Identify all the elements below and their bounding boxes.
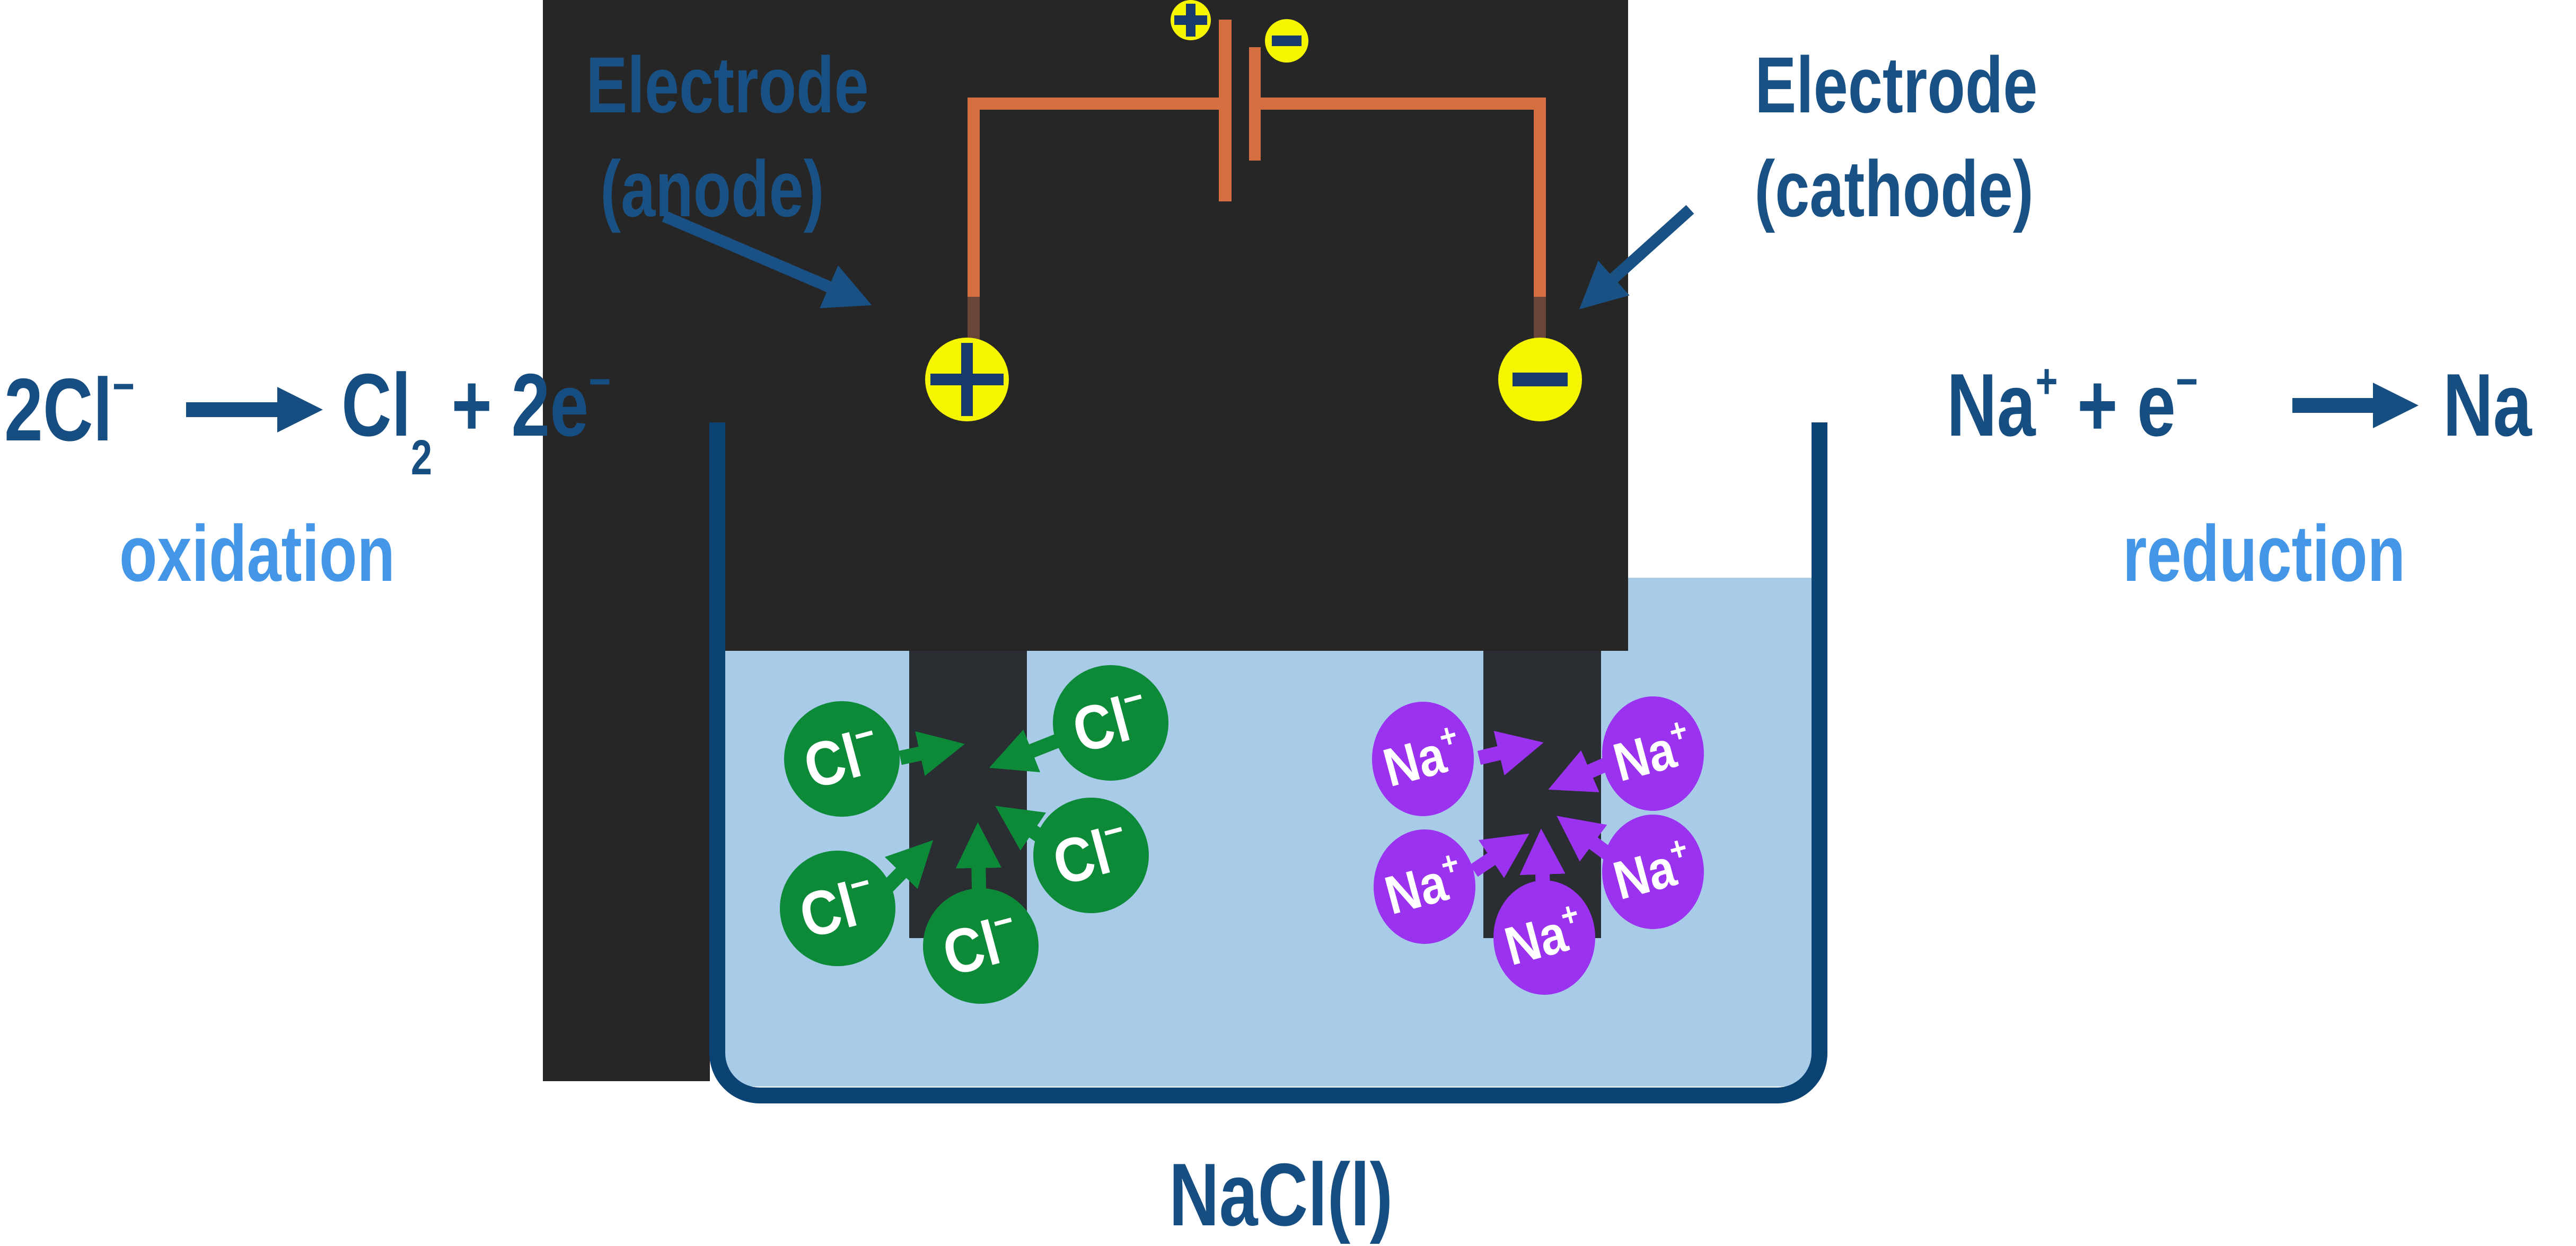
anode-positive-badge bbox=[925, 338, 1009, 421]
wire-right-drop bbox=[1534, 98, 1546, 297]
cathode-label-line1: Electrode bbox=[1755, 40, 2038, 129]
oxidation-equation: 2Cl− Cl2 + 2e− bbox=[4, 354, 687, 485]
sodium-ion: Na+ bbox=[1602, 696, 1704, 811]
chloride-ion: Cl− bbox=[784, 701, 900, 817]
ion-label: Na+ bbox=[1498, 895, 1583, 977]
anode-label-line1: Electrode bbox=[586, 40, 869, 129]
equation-reactant: 2Cl− bbox=[4, 358, 135, 459]
ion-label: Na+ bbox=[1607, 829, 1692, 911]
plus-icon bbox=[961, 343, 973, 416]
oxidation-label: oxidation bbox=[119, 509, 395, 598]
anode-label-line2: (anode) bbox=[600, 144, 824, 233]
ion-label: Cl− bbox=[935, 898, 1018, 990]
reduction-equation: Na+ + e− Na bbox=[1947, 354, 2556, 456]
minus-icon bbox=[1272, 36, 1302, 46]
reduction-label: reduction bbox=[2123, 509, 2406, 598]
dark-backdrop-strip bbox=[543, 0, 710, 1081]
reaction-arrow-icon bbox=[2292, 382, 2419, 428]
reaction-arrow-icon bbox=[186, 387, 323, 433]
ion-label: Na+ bbox=[1377, 716, 1462, 798]
ion-label: Cl− bbox=[792, 860, 875, 952]
wire-right-horizontal bbox=[1261, 98, 1546, 110]
anode-label: Electrode (anode) bbox=[506, 33, 868, 241]
ion-label: Cl− bbox=[1045, 807, 1129, 899]
sodium-ion: Na+ bbox=[1374, 829, 1475, 944]
battery-negative-badge bbox=[1265, 19, 1308, 63]
chloride-ion: Cl− bbox=[1053, 665, 1168, 781]
ion-label: Na+ bbox=[1378, 844, 1463, 926]
wire-left-drop-shadow bbox=[968, 297, 980, 339]
plus-icon bbox=[1186, 4, 1195, 37]
minus-icon bbox=[1513, 373, 1568, 386]
ion-label: Na+ bbox=[1607, 711, 1692, 793]
wire-left-horizontal bbox=[968, 98, 1219, 110]
chloride-ion: Cl− bbox=[780, 851, 895, 966]
equation-reactants: Na+ + e− bbox=[1947, 354, 2198, 455]
solution-label: NaCl(l) bbox=[1169, 1145, 1393, 1244]
beaker bbox=[709, 422, 1827, 1103]
battery-short-plate bbox=[1249, 47, 1261, 161]
chloride-ion: Cl− bbox=[1033, 798, 1149, 913]
cathode-label: Electrode (cathode) bbox=[1715, 33, 2038, 241]
ion-label: Cl− bbox=[1065, 675, 1148, 767]
wire-right-drop-shadow bbox=[1534, 297, 1546, 339]
sodium-ion: Na+ bbox=[1602, 815, 1704, 929]
electrolysis-diagram: Cl− Cl− Cl− Cl− Cl− Na+ Na+ Na+ Na+ Na+ bbox=[4, 0, 2556, 1244]
cathode-negative-badge bbox=[1498, 338, 1582, 421]
chloride-ion: Cl− bbox=[923, 888, 1039, 1004]
battery-long-plate bbox=[1219, 20, 1232, 201]
ion-label: Cl− bbox=[796, 711, 880, 803]
cathode-label-line2: (cathode) bbox=[1754, 144, 2034, 233]
equation-product: Na bbox=[2442, 355, 2532, 455]
sodium-ion: Na+ bbox=[1493, 880, 1595, 995]
sodium-ion: Na+ bbox=[1372, 702, 1474, 816]
wire-left-drop bbox=[968, 98, 980, 297]
equation-products: Cl2 + 2e− bbox=[341, 354, 611, 485]
battery-positive-badge bbox=[1171, 0, 1211, 40]
